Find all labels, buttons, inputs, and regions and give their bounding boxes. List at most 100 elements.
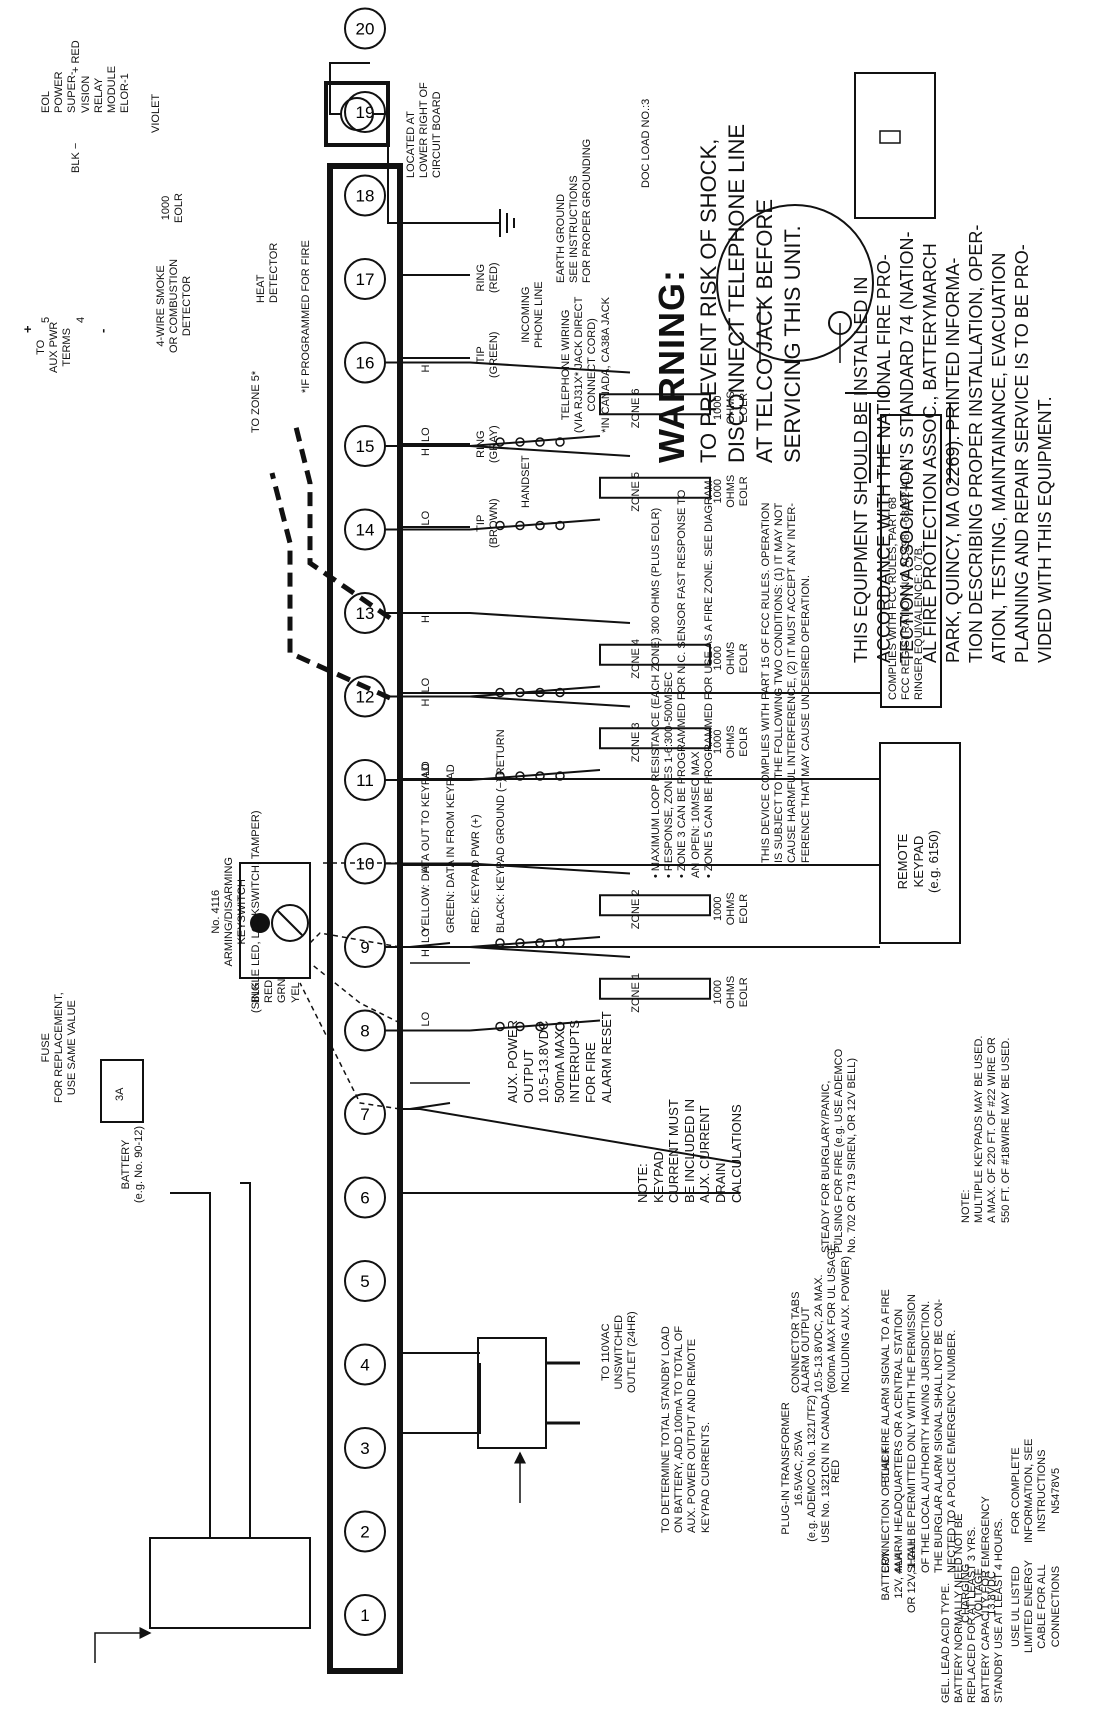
- lo-label: LO: [420, 761, 432, 776]
- warning-body: TO PREVENT RISK OF SHOCK,DISCONNECT TELE…: [696, 123, 806, 463]
- terminal-5: [344, 1260, 386, 1302]
- hi-label: HI: [420, 612, 432, 623]
- aux-term-4: 4: [75, 316, 87, 323]
- terminal-number: 16: [356, 354, 375, 373]
- hi-label: HI: [420, 445, 432, 456]
- transformer-box: [477, 1337, 547, 1449]
- terminal-3: [344, 1427, 386, 1469]
- zone-label: ZONE 2: [630, 889, 642, 930]
- terminal-18: [344, 174, 386, 217]
- remote-keypad-box: [879, 742, 961, 944]
- tip-brown-label: TIP(BROWN): [475, 498, 501, 549]
- terminal-1: [344, 1594, 386, 1636]
- terminal-number: 13: [356, 604, 375, 623]
- hi-label: HI: [420, 862, 432, 874]
- aux-term-5: 5: [40, 316, 52, 323]
- terminal-number: 3: [360, 1439, 369, 1458]
- doc-load-label: DOC LOAD NO.:3: [640, 98, 652, 188]
- violet-label: VIOLET: [150, 93, 162, 133]
- terminal-7: [344, 1093, 386, 1135]
- lo-label: LO: [420, 928, 432, 943]
- keypad-green-wire: GREEN: DATA IN FROM KEYPAD: [445, 764, 457, 933]
- battery-box: [149, 1537, 311, 1629]
- terminal-4: [344, 1343, 386, 1386]
- terminal-number: 7: [360, 1105, 369, 1124]
- terminal-number: 14: [356, 521, 375, 540]
- terminal-number: 2: [360, 1523, 369, 1542]
- terminal-strip: [327, 163, 403, 1674]
- terminal-19: [344, 91, 386, 133]
- lo-label: LO: [420, 1011, 432, 1027]
- terminal-number: 15: [356, 437, 375, 456]
- keypad-red-wire: RED: KEYPAD PWR (+): [470, 814, 482, 933]
- aux-plus: +: [20, 325, 35, 333]
- terminal-number: 4: [360, 1356, 369, 1375]
- tip-green-label: TIP(GREEN): [475, 331, 501, 378]
- smoke-detector: [716, 204, 874, 362]
- terminal-number: 9: [360, 938, 369, 957]
- terminal-number: 5: [360, 1272, 369, 1291]
- terminal-number: 20: [356, 20, 375, 39]
- terminal-number: 10: [356, 855, 375, 874]
- if-programmed-note: *IF PROGRAMMED FOR FIRE: [300, 240, 312, 393]
- zone-wiring: [385, 361, 711, 1032]
- terminal-17: [344, 258, 386, 300]
- warning-heading: WARNING:: [651, 269, 692, 463]
- relay-module-box: [854, 72, 936, 219]
- relay-blk-label: BLK −: [70, 142, 82, 173]
- hi-label: HI: [420, 695, 432, 707]
- zone-label: ZONE 6: [630, 388, 642, 429]
- keypad-yellow-wire: YELLOW: DATA OUT TO KEYPAD: [420, 763, 432, 933]
- lo-label: LO: [420, 677, 432, 693]
- handset-label: HANDSET: [520, 455, 532, 508]
- zone-label: ZONE 1: [630, 973, 642, 1013]
- siren-note: STEADY FOR BURGLARY/PANIC,PULSING FOR FI…: [820, 1048, 859, 1253]
- terminal-2: [344, 1510, 386, 1553]
- ring-red-label: RING(RED): [475, 262, 501, 293]
- loop-notes: • MAXIMUM LOOP RESISTANCE (EACH ZONE) 30…: [650, 480, 715, 878]
- terminal-number: 8: [360, 1022, 369, 1041]
- keyswitch-box: [239, 862, 311, 979]
- lo-label: LO: [420, 510, 432, 526]
- multiple-keypads-note: NOTE:MULTIPLE KEYPADS MAY BE USED.A MAX.…: [960, 1035, 1012, 1223]
- terminal-number: 19: [356, 103, 375, 122]
- terminal-number: 17: [356, 270, 375, 289]
- hi-label: HI: [420, 361, 432, 373]
- to-zone5-label: TO ZONE 5*: [250, 370, 262, 433]
- terminal-number: 6: [360, 1189, 369, 1208]
- terminal-number: 1: [360, 1606, 369, 1625]
- fire-connection-note: CONNECTION OF THE FIRE ALARM SIGNAL TO A…: [880, 1289, 958, 1573]
- terminal-number: 11: [356, 771, 374, 790]
- terminal-number: 18: [356, 187, 375, 206]
- zone-label: ZONE 4: [630, 639, 642, 679]
- terminal-number: 12: [356, 688, 375, 707]
- zone-label: ZONE 3: [630, 722, 642, 763]
- fuse-battery-label: BATTERY(e.g. No. 90-12): [120, 1125, 146, 1203]
- keypad-black-wire: BLACK: KEYPAD GROUND (−) RETURN: [495, 729, 507, 933]
